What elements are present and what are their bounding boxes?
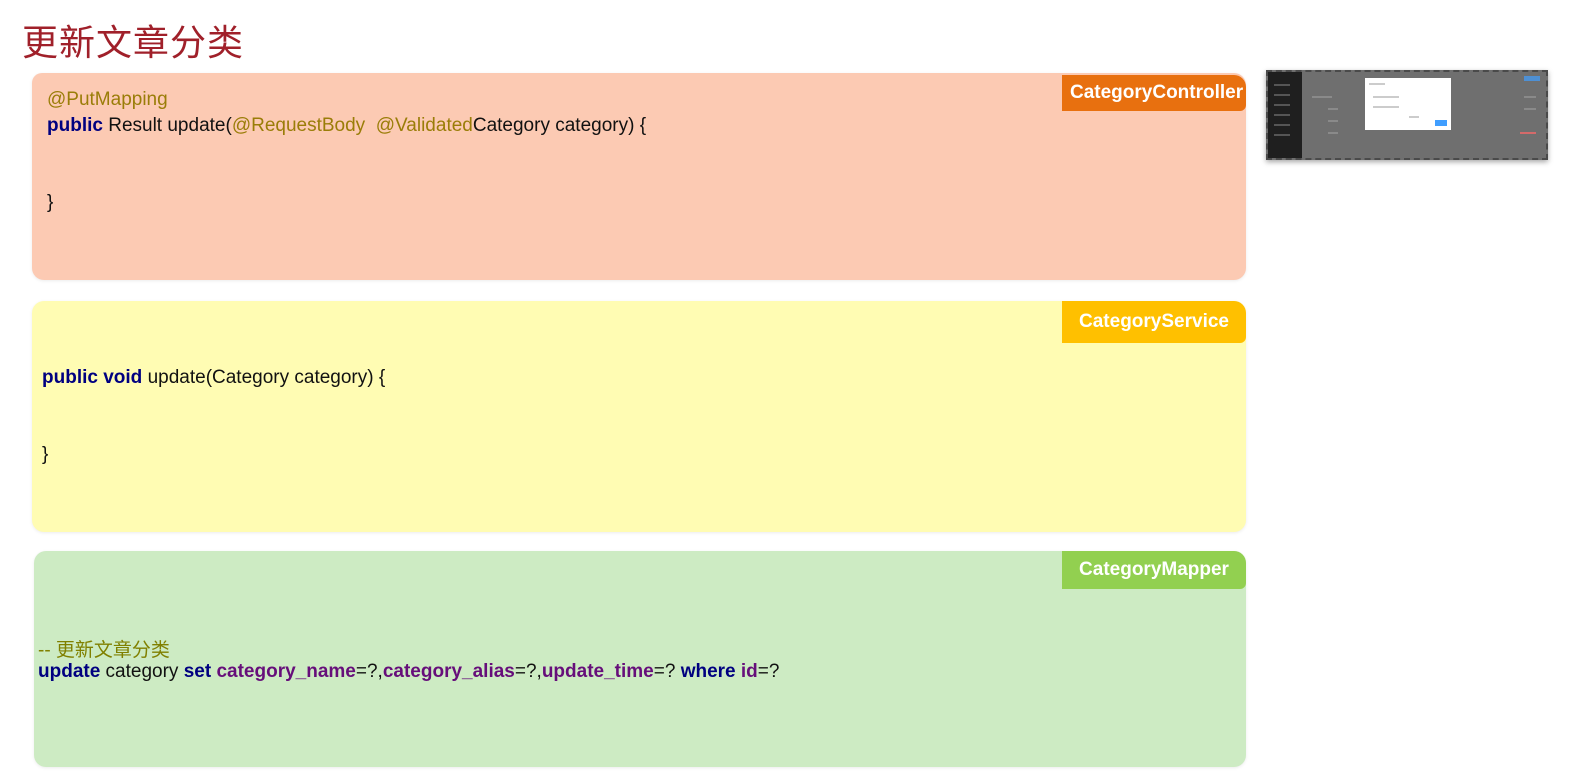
thumbnail-row xyxy=(1520,132,1536,134)
thumbnail-row xyxy=(1328,132,1338,134)
sql-field-update-time: update_time xyxy=(541,661,654,682)
sql-field-category-name: category_name xyxy=(216,661,356,682)
validated-annotation: @Validated xyxy=(375,115,473,136)
sql-eq: =?, xyxy=(514,661,542,682)
spacer xyxy=(365,115,376,136)
public-keyword: public xyxy=(42,367,98,388)
page-title: 更新文章分类 xyxy=(22,22,245,63)
sql-set-keyword: set xyxy=(183,661,212,682)
thumbnail-row xyxy=(1312,96,1332,98)
request-body-annotation: @RequestBody xyxy=(231,115,366,136)
method-prefix: Result update( xyxy=(102,115,232,136)
sql-table: category xyxy=(100,661,184,682)
service-panel: CategoryService public void update(Categ… xyxy=(32,301,1246,532)
mapper-panel: CategoryMapper -- 更新文章分类 update category… xyxy=(34,551,1246,767)
controller-tag: CategoryController xyxy=(1062,75,1246,111)
service-close-brace: } xyxy=(42,444,49,465)
sql-eq: =? xyxy=(653,661,681,682)
put-mapping-annotation: @PutMapping xyxy=(47,89,168,110)
controller-annotation-line: @PutMapping xyxy=(47,89,168,111)
thumbnail-sidebar xyxy=(1268,72,1302,158)
void-keyword: void xyxy=(103,367,143,388)
thumbnail-add-button xyxy=(1524,76,1540,81)
mapper-tag: CategoryMapper xyxy=(1062,551,1246,589)
thumbnail-row xyxy=(1524,96,1536,98)
thumbnail-dialog xyxy=(1365,78,1451,130)
thumbnail-row xyxy=(1328,120,1338,122)
sql-update-keyword: update xyxy=(38,661,101,682)
controller-panel: CategoryController @PutMapping public Re… xyxy=(32,73,1246,280)
sql-comment: -- 更新文章分类 xyxy=(38,640,170,661)
sql-field-category-alias: category_alias xyxy=(382,661,515,682)
thumbnail-row xyxy=(1328,108,1338,110)
sql-eq: =?, xyxy=(355,661,383,682)
service-method-signature: public void update(Category category) { xyxy=(42,367,385,389)
sql-eq: =? xyxy=(757,661,780,682)
controller-method-signature: public Result update(@RequestBody @Valid… xyxy=(47,115,646,137)
edit-dialog-thumbnail xyxy=(1266,70,1548,160)
sql-where-keyword: where xyxy=(680,661,736,682)
sql-statement: update category set category_name=?,cate… xyxy=(38,661,779,683)
service-tag: CategoryService xyxy=(1062,301,1246,343)
public-keyword: public xyxy=(47,115,103,136)
controller-close-brace: } xyxy=(47,192,54,213)
sql-field-id: id xyxy=(740,661,758,682)
thumbnail-row xyxy=(1524,108,1536,110)
thumbnail-confirm-button xyxy=(1435,120,1447,126)
service-method-rest: update(Category category) { xyxy=(142,367,386,388)
method-params: Category category) { xyxy=(472,115,647,136)
